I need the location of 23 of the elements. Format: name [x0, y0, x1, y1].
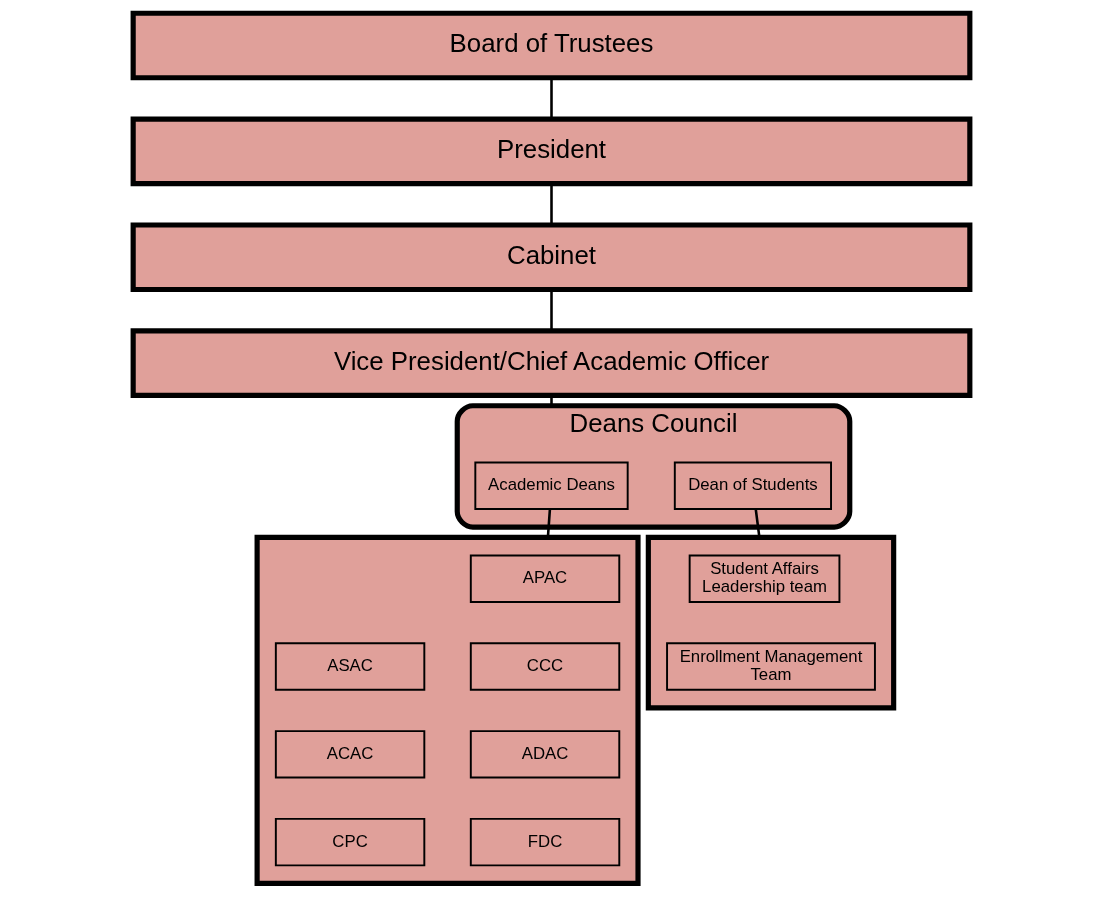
node-box: ADAC [469, 730, 620, 779]
node-box: Student Affairs Leadership team [688, 554, 840, 603]
connector [549, 77, 553, 119]
node-box: Board of Trustees [130, 10, 972, 81]
connector [546, 509, 551, 538]
node-box: CCC [469, 642, 620, 691]
node-box: ASAC [274, 642, 425, 691]
node-box: FDC [469, 817, 620, 867]
node-box: ACAC [274, 730, 425, 779]
connector [549, 183, 553, 225]
connector [549, 395, 553, 406]
node-box: CPC [274, 817, 425, 867]
connector [549, 289, 553, 331]
cluster [645, 534, 896, 711]
node-box: APAC [469, 554, 620, 603]
cluster [254, 534, 641, 887]
node-box: Dean of Students [673, 461, 832, 510]
node-box: Vice President/Chief Academic Officer [130, 328, 972, 398]
node-box: Cabinet [130, 222, 972, 293]
connector [754, 509, 761, 538]
node-box: President [130, 116, 972, 187]
node-box: Academic Deans [473, 461, 629, 510]
node-box: Enrollment Management Team [665, 642, 876, 691]
